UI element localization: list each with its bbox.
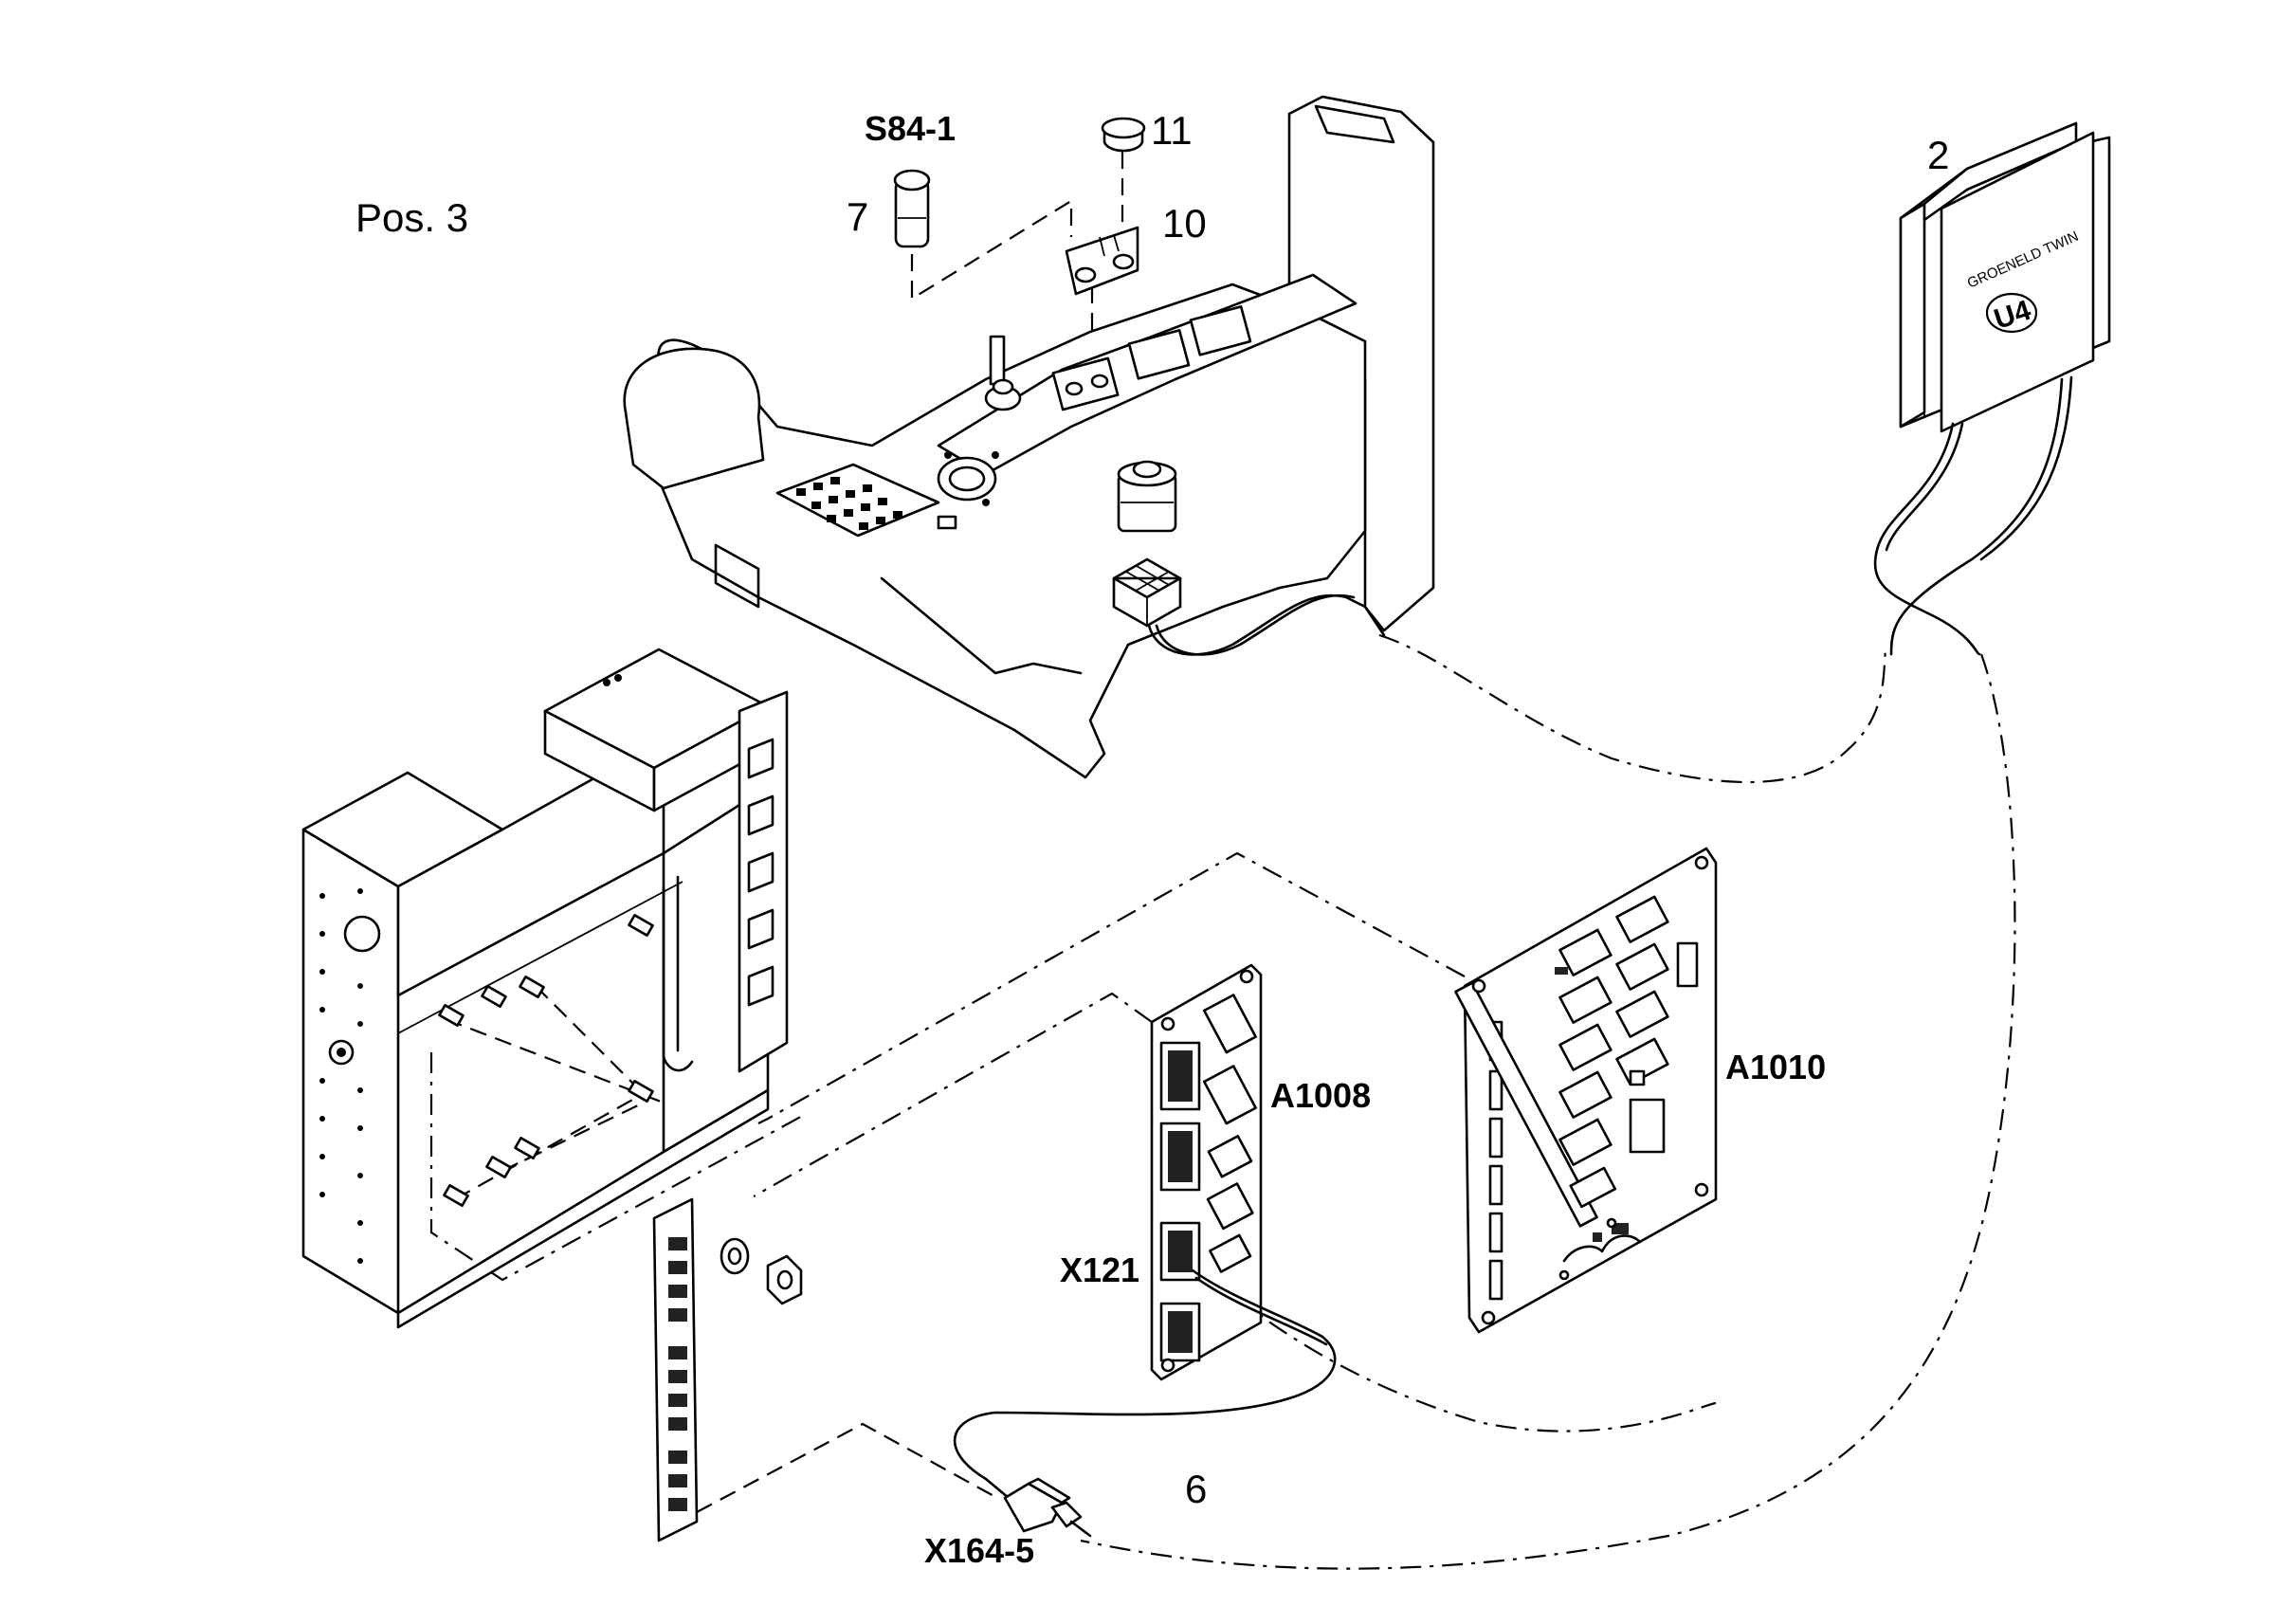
label-item-11: 11: [1151, 108, 1193, 153]
u4-badge: [1985, 292, 2038, 334]
label-x164-5: X164-5: [924, 1531, 1034, 1570]
label-a1010: A1010: [1725, 1048, 1826, 1086]
label-s84-1: S84-1: [865, 109, 956, 148]
u4-module: GROENELD TWIN U4: [1873, 121, 2111, 656]
a1010-ics: [1558, 895, 1699, 1209]
label-x121: X121: [1060, 1250, 1139, 1289]
terminal-strip: [652, 1197, 803, 1542]
label-item-10: 10: [1162, 201, 1207, 246]
relay-item-7: [1117, 460, 1177, 533]
bracket-item-10: [1065, 226, 1139, 296]
board-a1008: [953, 963, 1337, 1505]
position-label: Pos. 3: [355, 195, 468, 240]
connection-lines: [429, 152, 2016, 1570]
relay-socket: [1112, 557, 1386, 656]
standoff-screws: [438, 914, 654, 1207]
cap-item-11: [1101, 117, 1146, 153]
label-a1008: A1008: [1270, 1076, 1371, 1115]
operator-console: [623, 95, 1435, 779]
board-a1010: [1454, 847, 1718, 1334]
label-item-7-top: 7: [847, 194, 868, 239]
connector-x164-5: [1003, 1477, 1092, 1538]
rack-housing: [301, 648, 789, 1329]
connector-s84-1: [893, 169, 931, 248]
label-item-2: 2: [1927, 133, 1949, 177]
a1008-connectors: [1159, 1041, 1201, 1362]
label-item-6: 6: [1185, 1467, 1207, 1511]
